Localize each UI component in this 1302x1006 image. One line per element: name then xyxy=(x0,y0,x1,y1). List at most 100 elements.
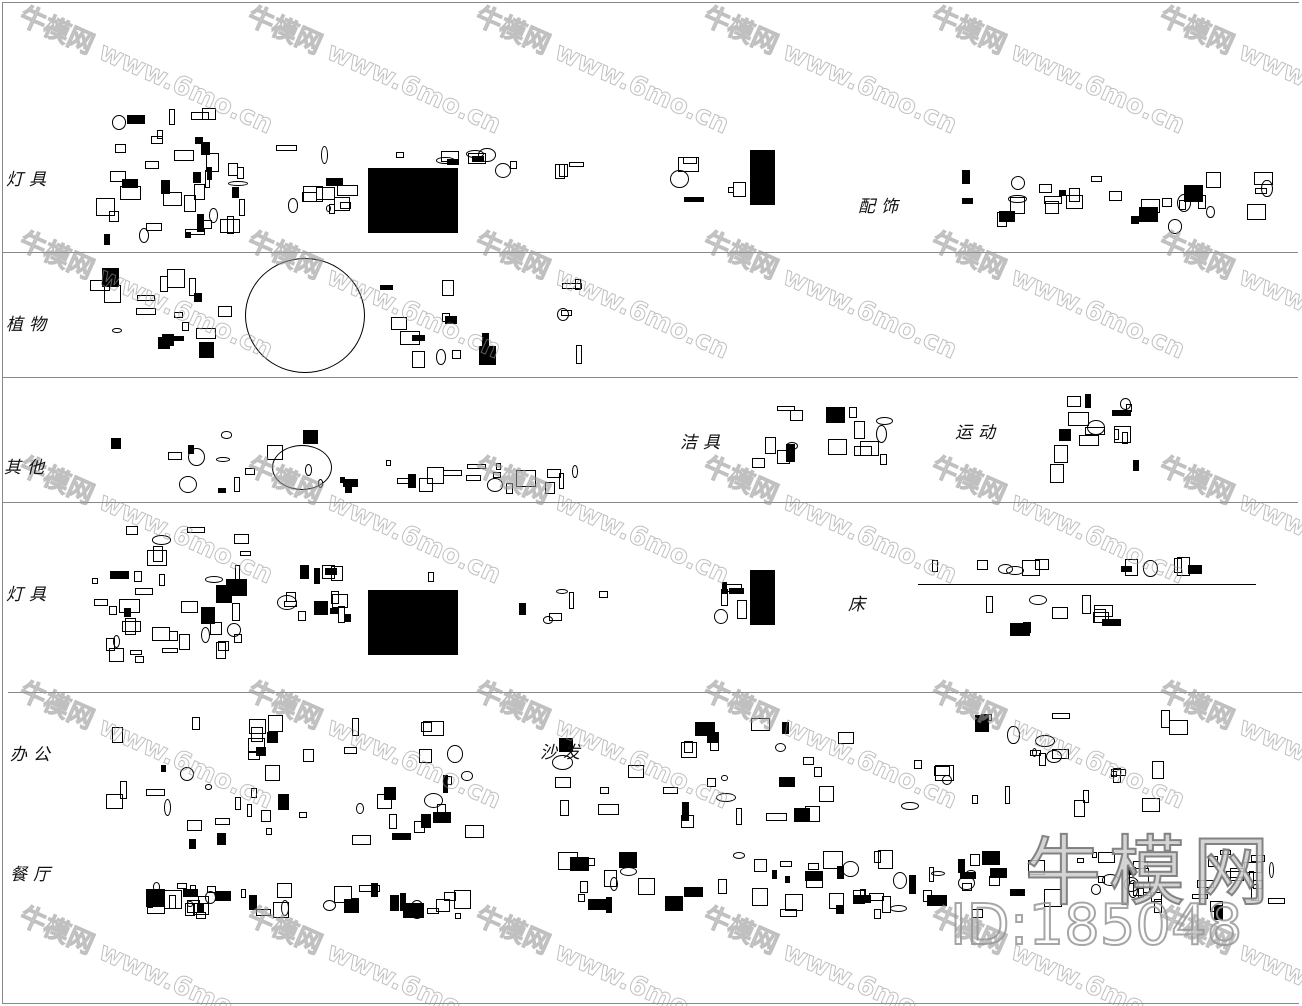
cad-symbol xyxy=(195,327,217,340)
section-divider xyxy=(8,692,1302,693)
cad-symbol xyxy=(972,794,979,804)
cad-symbol xyxy=(1187,564,1202,574)
cad-symbol xyxy=(578,893,586,903)
cad-symbol xyxy=(446,745,464,764)
cad-symbol xyxy=(134,570,142,583)
cad-symbol xyxy=(94,598,108,607)
cad-symbol xyxy=(977,560,989,571)
cad-symbol xyxy=(1079,435,1099,447)
cad-symbol xyxy=(136,294,156,301)
cad-symbol xyxy=(1162,198,1172,207)
cad-symbol xyxy=(775,742,787,753)
cad-symbol xyxy=(478,147,496,163)
cad-symbol xyxy=(245,258,365,373)
cad-symbol xyxy=(168,894,177,910)
cad-symbol xyxy=(214,890,231,902)
cad-symbol xyxy=(779,908,798,917)
cad-symbol xyxy=(569,857,590,872)
cad-symbol xyxy=(205,784,213,790)
cad-symbol xyxy=(1191,893,1208,899)
cad-symbol-group xyxy=(890,710,1190,820)
section-label-lamps-2: 灯具 xyxy=(6,585,52,605)
cad-symbol xyxy=(1152,760,1165,780)
cad-symbol-group xyxy=(260,175,360,215)
cad-symbol xyxy=(287,198,298,213)
cad-symbol xyxy=(452,350,462,359)
cad-symbol xyxy=(990,867,1007,878)
cad-symbol xyxy=(206,153,219,172)
cad-symbol-group xyxy=(945,170,1275,235)
cad-symbol xyxy=(214,818,230,826)
cad-symbol xyxy=(108,211,119,222)
cad-symbol xyxy=(1044,201,1060,215)
section-label-office: 办公 xyxy=(10,745,56,765)
cad-symbol xyxy=(200,142,211,155)
cad-symbol-group xyxy=(540,850,1290,920)
cad-symbol xyxy=(233,533,250,545)
cad-symbol xyxy=(1059,190,1067,197)
cad-symbol xyxy=(108,648,125,662)
cad-symbol xyxy=(981,850,1000,865)
cad-symbol xyxy=(147,896,166,914)
cad-symbol xyxy=(555,588,568,595)
cad-symbol xyxy=(729,587,745,595)
cad-symbol xyxy=(754,859,767,873)
cad-symbol xyxy=(942,775,953,785)
cad-symbol xyxy=(185,903,196,916)
section-label-dining: 餐厅 xyxy=(10,865,56,885)
cad-symbol xyxy=(765,813,787,822)
cad-symbol xyxy=(1114,429,1120,441)
cad-symbol-group xyxy=(230,712,490,852)
cad-symbol xyxy=(193,292,203,302)
cad-symbol xyxy=(627,765,645,778)
cad-symbol xyxy=(135,656,144,663)
cad-symbol-group xyxy=(490,160,610,180)
cad-symbol xyxy=(837,865,845,880)
cad-symbol xyxy=(145,222,162,232)
cad-symbol xyxy=(220,431,232,439)
cad-symbol xyxy=(1138,887,1144,899)
cad-symbol xyxy=(1225,871,1245,878)
cad-symbol xyxy=(765,437,777,455)
cad-symbol xyxy=(89,280,111,292)
cad-symbol xyxy=(778,777,795,788)
cad-symbol xyxy=(435,898,451,912)
cad-symbol xyxy=(664,896,684,911)
cad-symbol xyxy=(714,609,729,625)
cad-symbol xyxy=(1208,856,1218,868)
cad-symbol xyxy=(197,904,205,912)
cad-symbol xyxy=(1031,748,1037,758)
cad-symbol-group xyxy=(370,280,500,370)
cad-symbol xyxy=(121,620,142,632)
cad-symbol-group xyxy=(668,155,748,205)
cad-symbol xyxy=(548,612,562,621)
cad-symbol-group xyxy=(750,570,775,625)
cad-symbol xyxy=(518,603,527,616)
cad-symbol xyxy=(302,749,314,762)
cad-symbol xyxy=(785,876,791,883)
cad-symbol-group xyxy=(75,265,240,365)
cad-symbol xyxy=(559,164,568,178)
cad-symbol xyxy=(134,588,153,595)
cad-symbol xyxy=(109,606,118,615)
cad-symbol xyxy=(167,269,186,288)
cad-symbol xyxy=(163,798,171,816)
cad-symbol xyxy=(1043,888,1063,907)
cad-symbol xyxy=(1009,623,1030,636)
cad-symbol xyxy=(1038,753,1046,766)
cad-symbol xyxy=(205,891,217,905)
cad-symbol xyxy=(1093,608,1107,623)
cad-symbol xyxy=(1085,427,1106,435)
cad-symbol xyxy=(971,908,983,919)
cad-symbol xyxy=(390,894,399,912)
cad-symbol xyxy=(264,765,281,781)
section-label-plants: 植物 xyxy=(6,315,52,335)
cad-symbol xyxy=(678,157,699,173)
cad-symbol xyxy=(266,827,272,836)
cad-symbol xyxy=(710,742,719,751)
cad-symbol xyxy=(216,833,226,845)
cad-symbol xyxy=(638,878,656,896)
cad-symbol-group xyxy=(920,557,1250,577)
cad-symbol xyxy=(390,317,408,330)
cad-symbol xyxy=(217,641,230,651)
